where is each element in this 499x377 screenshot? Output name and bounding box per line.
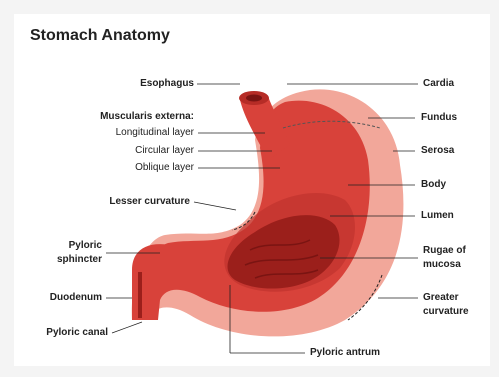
label-serosa: Serosa	[421, 145, 454, 157]
label-duodenum: Duodenum	[30, 292, 102, 304]
label-oblique-layer: Oblique layer	[60, 162, 194, 174]
label-fundus: Fundus	[421, 112, 457, 124]
label-greater-1: Greater	[423, 292, 459, 304]
label-body: Body	[421, 179, 446, 191]
label-lumen: Lumen	[421, 210, 454, 222]
label-pyloric-antrum: Pyloric antrum	[310, 347, 380, 359]
label-rugae-2: mucosa	[423, 259, 461, 271]
label-lesser-curvature: Lesser curvature	[60, 196, 190, 208]
label-greater-2: curvature	[423, 306, 469, 318]
label-circular-layer: Circular layer	[60, 145, 194, 157]
label-muscularis-externa: Muscularis externa:	[60, 111, 194, 123]
label-pyloric-sphincter-2: sphincter	[30, 254, 102, 266]
label-longitudinal-layer: Longitudinal layer	[60, 127, 194, 139]
label-pyloric-canal: Pyloric canal	[20, 327, 108, 339]
label-esophagus: Esophagus	[70, 78, 194, 90]
esophagus-lumen	[246, 95, 262, 102]
label-cardia: Cardia	[423, 78, 454, 90]
label-pyloric-sphincter-1: Pyloric	[30, 240, 102, 252]
label-rugae-1: Rugae of	[423, 245, 466, 257]
